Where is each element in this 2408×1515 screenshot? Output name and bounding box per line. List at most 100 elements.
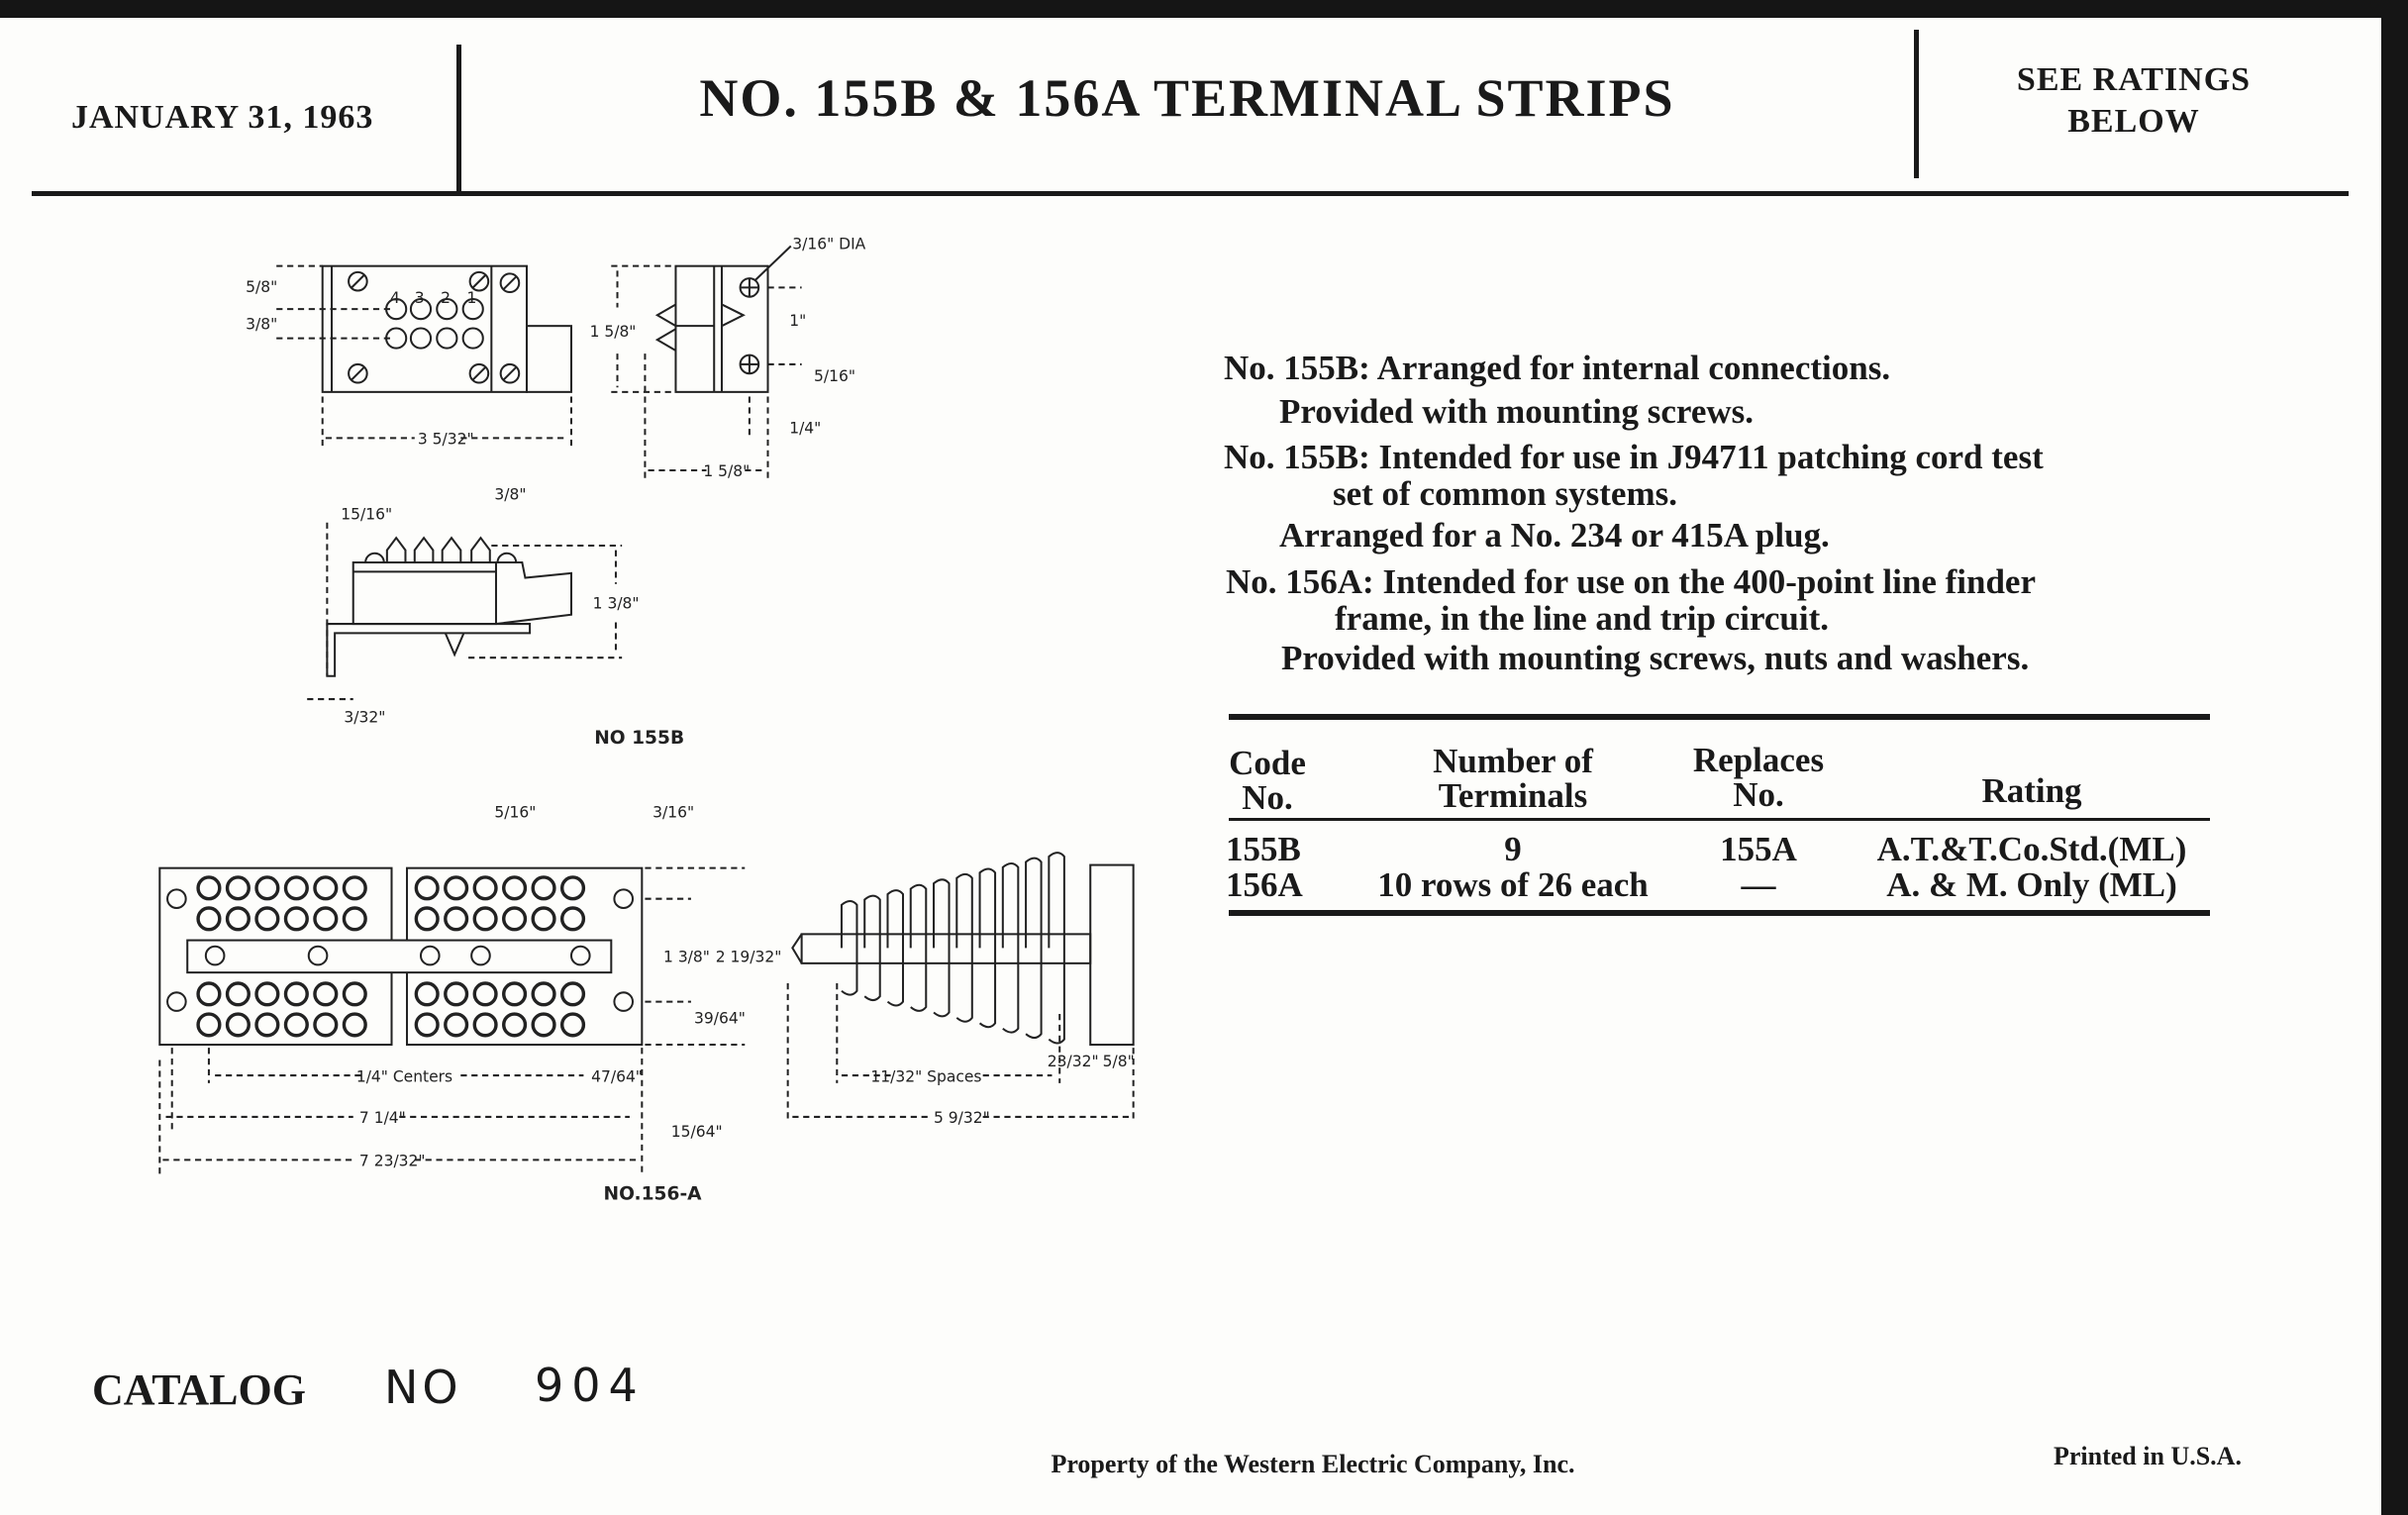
terminal [225,981,251,1007]
dim-label: 1" [789,312,806,330]
dim-label: 5/16" [814,367,855,385]
dim-label: 1 5/8" [703,462,750,480]
header-code-1: Code [1229,744,1306,782]
spring-terminal [886,889,905,1007]
dim-label: 1/4" Centers [356,1067,452,1085]
dim-label: 1/4" [789,420,821,438]
drawing-155b-top-view [276,264,572,450]
dim-label: 3/16" [652,803,694,821]
dim-label: 23/32" [1048,1053,1099,1070]
terminal [444,906,469,932]
terminal [342,906,367,932]
terminal [414,906,440,932]
terminal [196,1012,222,1038]
terminal [313,981,339,1007]
terminal [283,875,309,901]
terminal [559,1012,586,1038]
table-header-rule [1229,818,2210,821]
terminal [472,981,498,1007]
dim-label: 3/8" [246,315,277,333]
terminal-number: 2 [441,289,451,307]
cell-replaces: — [1741,865,1776,904]
terminal [472,906,498,932]
header-rating: Rating [1981,771,2082,810]
terminal [225,1012,251,1038]
dim-label: 15/16" [341,506,392,524]
date: JANUARY 31, 1963 [71,99,374,136]
spring-terminal [1025,857,1043,1040]
drawing-156a-front-view [158,866,746,1175]
dim-label: 5/8" [246,278,277,296]
cell-replaces: 155A [1720,830,1797,868]
footer-printed: Printed in U.S.A. [2054,1442,2242,1470]
spring-terminal [863,894,881,1002]
description-line: No. 156A: Intended for use on the 400-po… [1226,562,2037,601]
terminal [502,981,528,1007]
drawing-156a-labels: 5/16" 3/16" 1 3/8" 2 19/32" 39/64" 1/4" … [356,803,1135,1204]
description-line: Arranged for a No. 234 or 415A plug. [1279,516,1830,555]
terminal [283,1012,309,1038]
header-terminals-1: Number of [1433,742,1593,780]
header-terminals-2: Terminals [1438,776,1588,815]
catalog-label-text: CATALOG [92,1365,306,1414]
table-bottom-rule [1229,910,2210,916]
terminal [559,981,586,1007]
description-line: Provided with mounting screws, nuts and … [1281,639,2030,677]
description-line: set of common systems. [1333,474,1677,513]
terminal [502,875,528,901]
ratings-note-line1: SEE RATINGS [2016,61,2252,98]
header-replaces-1: Replaces [1692,741,1825,779]
spring-terminal [1001,862,1020,1034]
dim-label: 1 5/8" [590,323,637,341]
terminal-grid [196,875,586,1038]
dim-label: 3/16" DIA [792,236,865,253]
dim-label: 47/64" [591,1067,643,1085]
terminal [313,906,339,932]
terminal-number: 4 [390,289,400,307]
terminal [531,875,556,901]
dim-label: 7 1/4" [359,1109,406,1127]
terminal [531,981,556,1007]
footer-property: Property of the Western Electric Company… [1051,1450,1575,1478]
description-line: No. 155B: Intended for use in J94711 pat… [1224,438,2044,476]
drawing-caption: NO.156-A [604,1184,703,1205]
terminal [502,1012,528,1038]
drawing-155b-side-view [611,245,802,480]
header-rule [32,191,2349,196]
cell-code: 156A [1226,865,1303,904]
cell-terminals: 10 rows of 26 each [1377,865,1649,904]
header-divider [1914,30,1919,178]
terminal [225,906,251,932]
ratings-note-line2: BELOW [2067,103,2200,140]
terminal [414,981,440,1007]
spring-terminal [933,878,951,1018]
table-top-rule [1229,714,2210,720]
drawing-155b-labels: 4 3 2 1 5/8" 3/8" 3 5/32" 1 5/8" 3/16" D… [246,236,866,749]
terminal [196,875,222,901]
drawing-156a-side-view [786,852,1135,1122]
cell-rating: A.T.&T.Co.Std.(ML) [1876,830,2187,868]
dim-label: 5 9/32" [934,1109,990,1127]
terminal [283,906,309,932]
dim-label: 11/32" Spaces [870,1067,981,1085]
terminal [472,875,498,901]
description-line: frame, in the line and trip circuit. [1335,599,1830,638]
dim-label: 3 5/32" [418,431,474,449]
screw-icon [348,270,521,384]
drawing-155b-front-view [307,522,623,701]
dim-label: 3/8" [494,485,526,503]
header-code-2: No. [1242,778,1293,817]
header-divider [456,45,461,191]
terminal [196,981,222,1007]
terminal [254,1012,280,1038]
terminal [444,875,469,901]
terminal [254,981,280,1007]
terminal [254,906,280,932]
terminal [531,906,556,932]
dim-label: 5/8" [1103,1053,1135,1070]
dim-label: 15/64" [671,1123,723,1141]
terminal-number: 1 [467,289,477,307]
terminal [414,875,440,901]
spring-terminal [955,872,973,1023]
